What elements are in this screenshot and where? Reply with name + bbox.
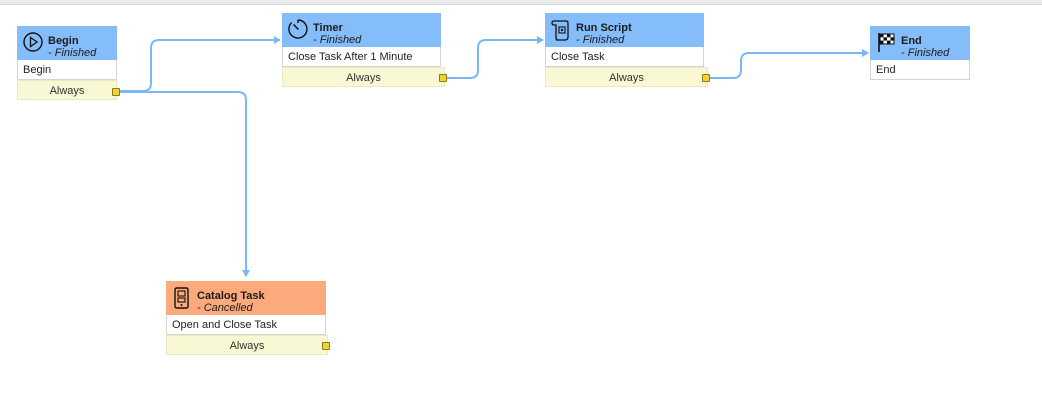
condition-always[interactable]: Always (545, 67, 708, 87)
activity-catalog-task[interactable]: Catalog Task - Cancelled Open and Close … (166, 281, 330, 355)
activity-timer[interactable]: Timer - Finished Close Task After 1 Minu… (282, 13, 447, 87)
condition-always[interactable]: Always (17, 80, 117, 100)
connector-begin-to-catalog-task[interactable] (120, 91, 250, 277)
activity-end[interactable]: End - Finished End (870, 26, 970, 80)
activity-header[interactable]: Catalog Task - Cancelled (166, 281, 326, 315)
activity-title: Catalog Task (197, 290, 265, 302)
activity-header[interactable]: End - Finished (870, 26, 970, 60)
activity-state: - Finished (901, 47, 950, 59)
activity-state: - Finished (313, 34, 362, 46)
connector-begin-to-timer[interactable] (120, 36, 281, 92)
timer-icon (287, 18, 309, 42)
activity-state: - Finished (48, 47, 97, 59)
condition-port[interactable] (702, 74, 710, 82)
activity-header[interactable]: Run Script - Finished (545, 13, 704, 47)
activity-title: Run Script (576, 22, 632, 34)
activity-title: End (901, 35, 922, 47)
activity-header[interactable]: Timer - Finished (282, 13, 441, 47)
script-scroll-icon (550, 18, 572, 42)
activity-begin[interactable]: Begin - Finished Begin Always (17, 26, 120, 100)
checkered-flag-icon (875, 31, 897, 55)
connector-timer-to-run-script[interactable] (447, 36, 544, 79)
condition-always[interactable]: Always (166, 335, 328, 355)
activity-header[interactable]: Begin - Finished (17, 26, 117, 60)
activity-description: End (870, 60, 970, 80)
condition-always[interactable]: Always (282, 67, 445, 87)
condition-port[interactable] (322, 342, 330, 350)
condition-port[interactable] (112, 88, 120, 96)
activity-state: - Cancelled (197, 302, 253, 314)
activity-title: Timer (313, 22, 343, 34)
play-circle-icon (22, 31, 44, 55)
condition-port[interactable] (439, 74, 447, 82)
activity-description: Close Task After 1 Minute (282, 47, 441, 67)
activity-description: Close Task (545, 47, 704, 67)
connector-run-script-to-end[interactable] (710, 49, 869, 79)
activity-title: Begin (48, 35, 79, 47)
activity-run-script[interactable]: Run Script - Finished Close Task Always (545, 13, 710, 87)
activity-description: Begin (17, 60, 117, 80)
catalog-task-icon (171, 286, 193, 310)
activity-description: Open and Close Task (166, 315, 326, 335)
activity-state: - Finished (576, 34, 625, 46)
top-toolbar-strip (0, 0, 1042, 5)
